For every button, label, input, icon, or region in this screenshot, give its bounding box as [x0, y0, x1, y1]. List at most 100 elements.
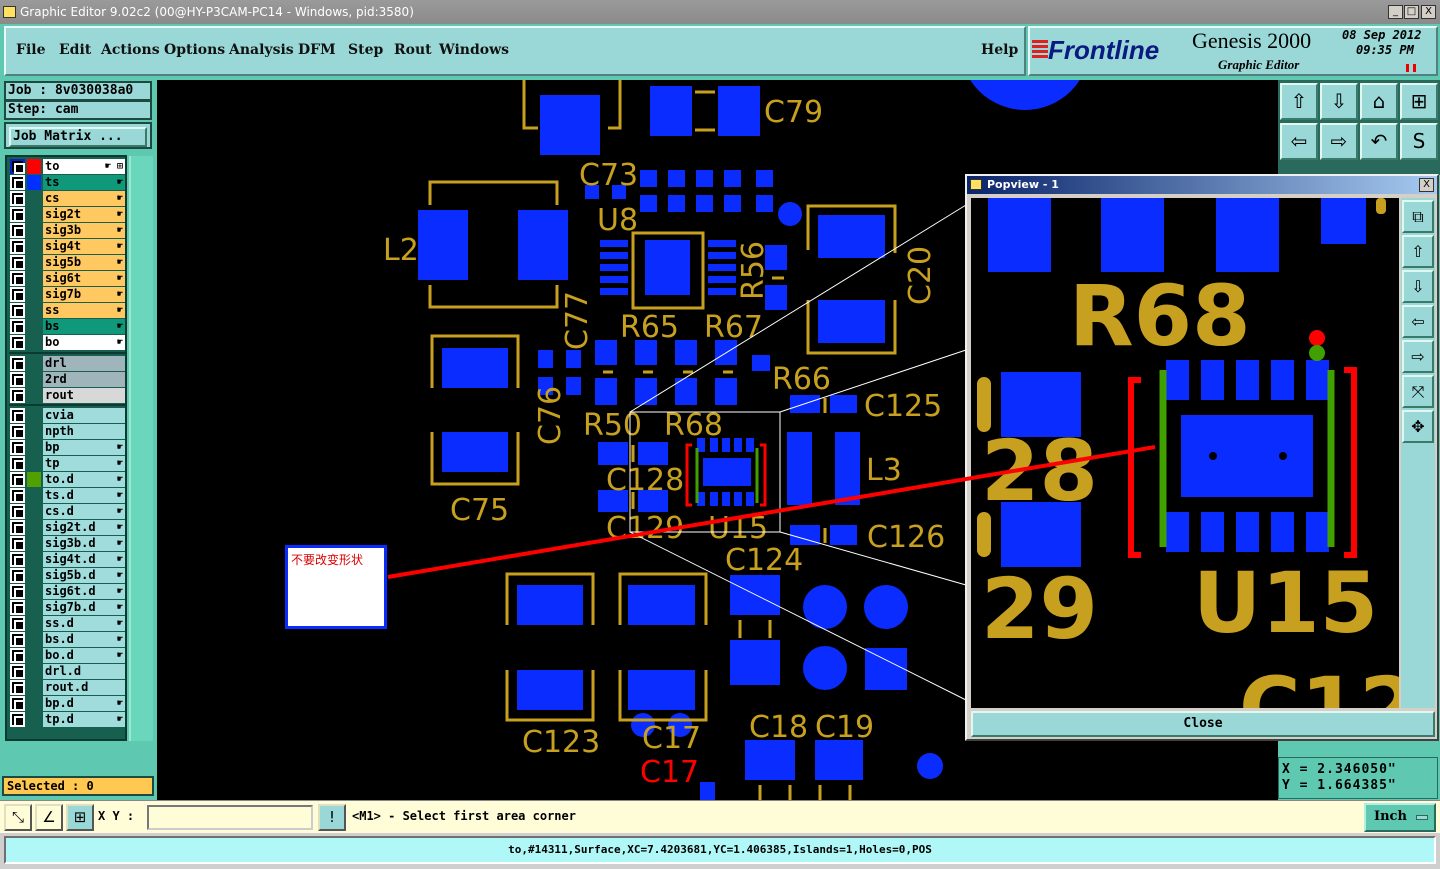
- layer-checkbox[interactable]: [10, 356, 25, 371]
- layer-checkbox[interactable]: [10, 456, 25, 471]
- layer-color-swatch[interactable]: [27, 271, 41, 286]
- menu-windows[interactable]: Windows: [439, 42, 510, 58]
- undo-view-icon[interactable]: ↶: [1360, 123, 1398, 160]
- layer-row[interactable]: ts☛: [9, 175, 127, 190]
- popview-pan-down-icon[interactable]: ⇩: [1402, 270, 1434, 303]
- layer-color-swatch[interactable]: [27, 488, 41, 503]
- angle-icon[interactable]: ∠: [35, 804, 63, 831]
- layer-row[interactable]: bp.d☛: [9, 696, 127, 711]
- layer-row[interactable]: ss.d☛: [9, 616, 127, 631]
- layer-checkbox[interactable]: [10, 287, 25, 302]
- layer-color-swatch[interactable]: [27, 632, 41, 647]
- popview-title-bar[interactable]: Popview - 1 X: [967, 176, 1437, 194]
- layer-checkbox[interactable]: [10, 424, 25, 439]
- layer-row[interactable]: rout: [9, 388, 127, 403]
- layer-name[interactable]: sig2t☛: [43, 207, 125, 222]
- layer-list-scrollbar[interactable]: [129, 156, 153, 741]
- layer-color-swatch[interactable]: [27, 456, 41, 471]
- layer-checkbox[interactable]: [10, 552, 25, 567]
- layer-color-swatch[interactable]: [27, 648, 41, 663]
- pan-right-icon[interactable]: ⇨: [1320, 123, 1358, 160]
- menu-actions[interactable]: Actions: [101, 42, 160, 58]
- layer-checkbox[interactable]: [10, 175, 25, 190]
- layer-name[interactable]: to.d☛: [43, 472, 125, 487]
- layer-row[interactable]: sig4t☛: [9, 239, 127, 254]
- menu-analysis[interactable]: Analysis: [229, 42, 294, 58]
- layer-row[interactable]: bo☛: [9, 335, 127, 350]
- layer-name[interactable]: sig3b.d☛: [43, 536, 125, 551]
- layer-color-swatch[interactable]: [27, 175, 41, 190]
- layer-checkbox[interactable]: [10, 680, 25, 695]
- layer-color-swatch[interactable]: [27, 536, 41, 551]
- layer-name[interactable]: ts.d☛: [43, 488, 125, 503]
- layer-checkbox[interactable]: [10, 319, 25, 334]
- layer-name[interactable]: sig4t.d☛: [43, 552, 125, 567]
- layer-checkbox[interactable]: [10, 664, 25, 679]
- layer-row[interactable]: cvia: [9, 408, 127, 423]
- menu-rout[interactable]: Rout: [394, 42, 432, 58]
- layer-name[interactable]: bo.d☛: [43, 648, 125, 663]
- layer-row[interactable]: drl.d: [9, 664, 127, 679]
- popview-sync-icon[interactable]: ⧉: [1402, 200, 1434, 233]
- layer-name[interactable]: ss☛: [43, 303, 125, 318]
- layer-color-swatch[interactable]: [27, 600, 41, 615]
- layer-checkbox[interactable]: [10, 372, 25, 387]
- layer-checkbox[interactable]: [10, 568, 25, 583]
- layer-name[interactable]: tp.d☛: [43, 712, 125, 727]
- layer-name[interactable]: sig2t.d☛: [43, 520, 125, 535]
- layer-checkbox[interactable]: [10, 303, 25, 318]
- layer-row[interactable]: sig2t.d☛: [9, 520, 127, 535]
- popview-zoom-out-icon[interactable]: ✥: [1402, 410, 1434, 443]
- layer-row[interactable]: bp☛: [9, 440, 127, 455]
- menu-edit[interactable]: Edit: [59, 42, 92, 58]
- popview-zoom-in-icon[interactable]: ⤧: [1402, 375, 1434, 408]
- layer-row[interactable]: sig3b.d☛: [9, 536, 127, 551]
- layer-row[interactable]: npth: [9, 424, 127, 439]
- layer-name[interactable]: bs.d☛: [43, 632, 125, 647]
- layer-name[interactable]: sig3b☛: [43, 223, 125, 238]
- layer-checkbox[interactable]: [10, 255, 25, 270]
- layer-color-swatch[interactable]: [27, 191, 41, 206]
- layer-checkbox[interactable]: [10, 632, 25, 647]
- measure-icon[interactable]: ⤡: [4, 804, 32, 831]
- layer-row[interactable]: sig7b☛: [9, 287, 127, 302]
- layer-name[interactable]: bs☛: [43, 319, 125, 334]
- layer-color-swatch[interactable]: [27, 207, 41, 222]
- layer-name[interactable]: sig7b.d☛: [43, 600, 125, 615]
- layer-name[interactable]: sig4t☛: [43, 239, 125, 254]
- layer-row[interactable]: tp☛: [9, 456, 127, 471]
- layer-checkbox[interactable]: [10, 696, 25, 711]
- layer-color-swatch[interactable]: [27, 440, 41, 455]
- pan-up-icon[interactable]: ⇧: [1280, 83, 1318, 120]
- menu-file[interactable]: File: [16, 42, 46, 58]
- pause-icon[interactable]: [1406, 64, 1416, 72]
- layer-checkbox[interactable]: [10, 520, 25, 535]
- units-dropdown[interactable]: Inch: [1364, 803, 1436, 832]
- layer-color-swatch[interactable]: [27, 239, 41, 254]
- layer-name[interactable]: drl: [43, 356, 125, 371]
- layer-checkbox[interactable]: [10, 648, 25, 663]
- layer-name[interactable]: bo☛: [43, 335, 125, 350]
- grid-icon[interactable]: ⊞: [66, 804, 94, 831]
- layer-row[interactable]: sig2t☛: [9, 207, 127, 222]
- layer-row[interactable]: rout.d: [9, 680, 127, 695]
- layer-name[interactable]: drl.d: [43, 664, 125, 679]
- layer-color-swatch[interactable]: [27, 712, 41, 727]
- layer-row[interactable]: sig3b☛: [9, 223, 127, 238]
- layer-row[interactable]: bo.d☛: [9, 648, 127, 663]
- layer-row[interactable]: drl: [9, 356, 127, 371]
- layer-name[interactable]: ts☛: [43, 175, 125, 190]
- layer-name[interactable]: bp.d☛: [43, 696, 125, 711]
- layer-row[interactable]: 2rd: [9, 372, 127, 387]
- layer-color-swatch[interactable]: [27, 223, 41, 238]
- job-matrix-button[interactable]: Job Matrix ...: [9, 127, 147, 147]
- layer-color-swatch[interactable]: [27, 680, 41, 695]
- layer-checkbox[interactable]: [10, 472, 25, 487]
- layer-checkbox[interactable]: [10, 536, 25, 551]
- layer-checkbox[interactable]: [10, 616, 25, 631]
- pan-down-icon[interactable]: ⇩: [1320, 83, 1358, 120]
- layer-color-swatch[interactable]: [27, 696, 41, 711]
- close-button[interactable]: X: [1421, 5, 1436, 19]
- menu-options[interactable]: Options: [164, 42, 226, 58]
- layer-color-swatch[interactable]: [27, 520, 41, 535]
